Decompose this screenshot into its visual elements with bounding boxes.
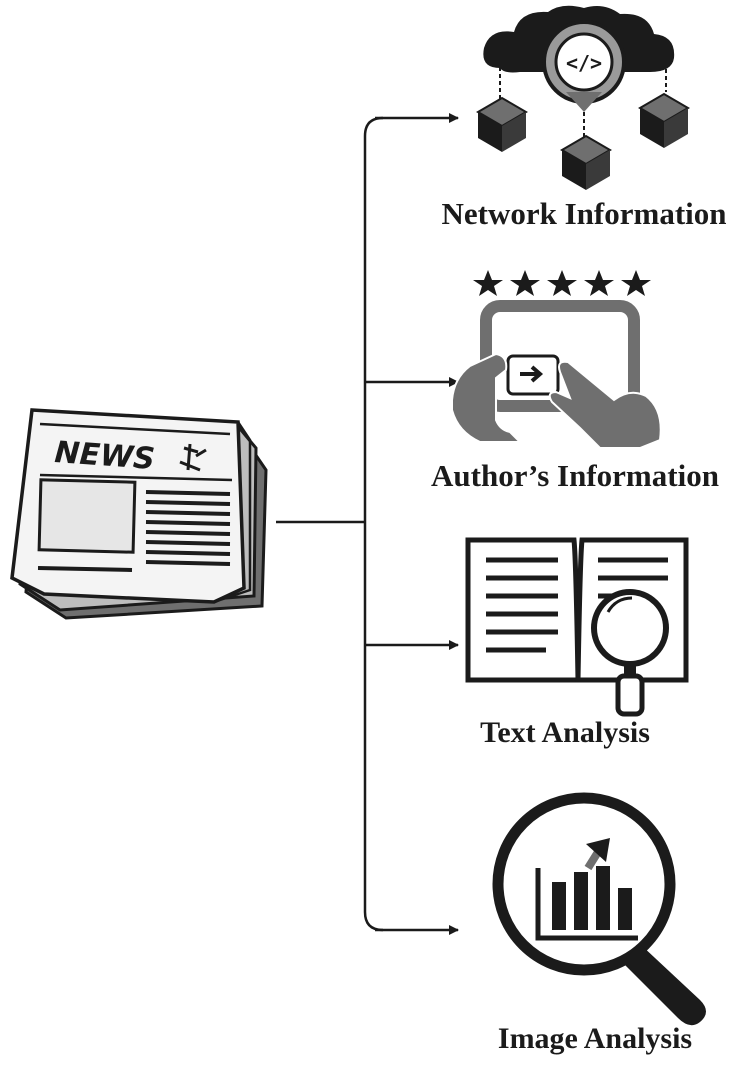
svg-text:</>: </> [566, 51, 602, 75]
chart-magnifier-icon [492, 792, 706, 1026]
spine-line [363, 116, 384, 932]
newspaper-masthead: NEWS [53, 435, 156, 477]
newspaper-icon: NEWS [10, 408, 268, 620]
network-cloud-icon: </> [476, 5, 690, 190]
authors-information-label: Author’s Information [431, 458, 719, 493]
text-analysis-label: Text Analysis [480, 716, 650, 749]
star-1 [473, 270, 503, 296]
star-3 [547, 270, 577, 296]
star-2 [510, 270, 540, 296]
network-cube-left [476, 96, 528, 152]
star-5 [621, 270, 651, 296]
image-analysis-label: Image Analysis [497, 1022, 693, 1055]
rating-tablet-icon [451, 270, 662, 449]
network-cube-right [638, 92, 690, 148]
book-magnifier-icon [465, 537, 689, 717]
connectors [276, 113, 459, 935]
star-4 [584, 270, 614, 296]
network-cube-center [560, 134, 612, 190]
network-information-label: Network Information [441, 196, 727, 231]
star-rating [473, 270, 651, 296]
